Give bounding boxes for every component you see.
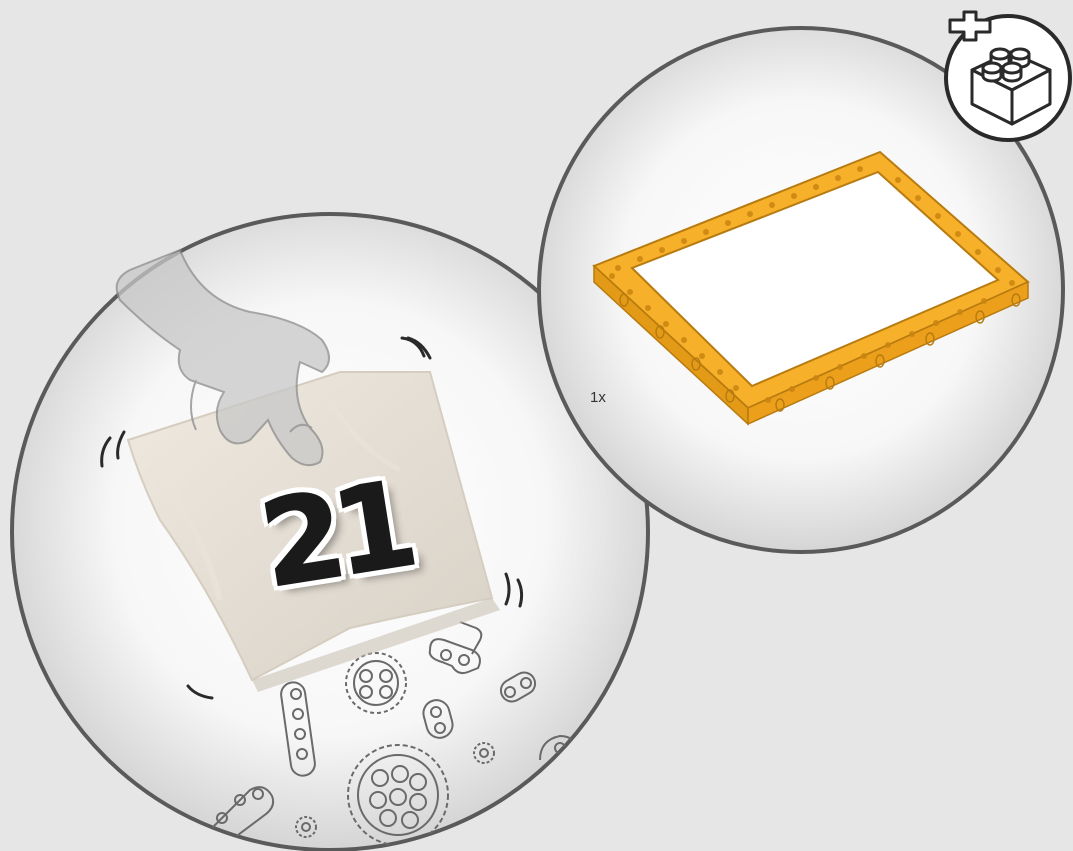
part-quantity: 1x xyxy=(590,389,606,406)
plus-brick-icon xyxy=(946,12,1070,140)
bag-number: 21 xyxy=(253,460,412,610)
